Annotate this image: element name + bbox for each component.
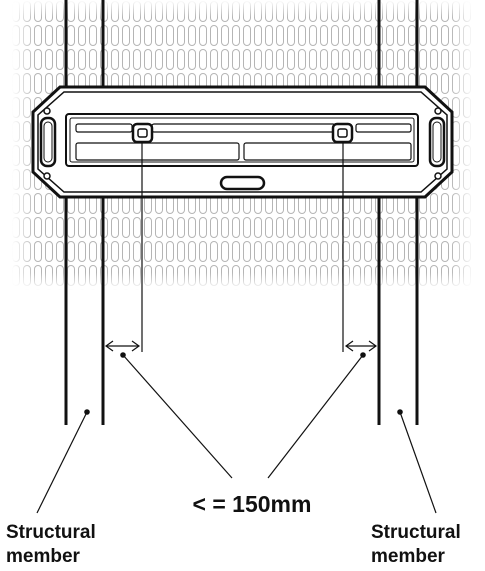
screw-bottom-left — [43, 172, 51, 180]
slot-bottom-left — [75, 142, 240, 161]
left-handle-inner — [43, 121, 53, 163]
bottom-slot — [219, 175, 266, 191]
dimension-label: < = 150mm — [193, 491, 312, 517]
right-arrowhead-right — [368, 340, 378, 352]
right-dimension-leader — [267, 354, 364, 479]
front-panel-inner — [69, 117, 415, 163]
right-member-label-line1: Structural — [371, 522, 461, 543]
right-handle-inner — [432, 121, 442, 163]
left-member-label-line2: member — [6, 546, 81, 567]
mounting-hole-left-inner — [137, 128, 148, 138]
mounting-hole-right-inner — [337, 128, 348, 138]
leader-lines — [36, 352, 437, 514]
screw-bottom-right — [434, 172, 442, 180]
left-member-leader — [36, 411, 88, 514]
screw-top-left — [43, 107, 51, 115]
right-member-label-line2: member — [371, 546, 446, 567]
left-dimension-leader — [122, 354, 233, 479]
right-member-leader — [399, 411, 437, 514]
right-handle — [428, 116, 446, 168]
structural-members — [64, 0, 419, 425]
slot-top-right — [355, 123, 412, 133]
screw-top-right — [434, 107, 442, 115]
mounting-bracket — [31, 85, 454, 199]
bracket-inner-body — [37, 91, 448, 193]
right-arrowhead-left — [344, 340, 354, 352]
left-member-label-line1: Structural — [6, 522, 96, 543]
dimension-annotations — [104, 142, 378, 352]
left-arrowhead-left — [104, 340, 114, 352]
left-arrowhead-right — [131, 340, 141, 352]
slot-bottom-right — [243, 142, 412, 161]
left-handle — [39, 116, 57, 168]
slot-top-middle — [151, 123, 336, 133]
slot-top-left — [75, 123, 133, 133]
